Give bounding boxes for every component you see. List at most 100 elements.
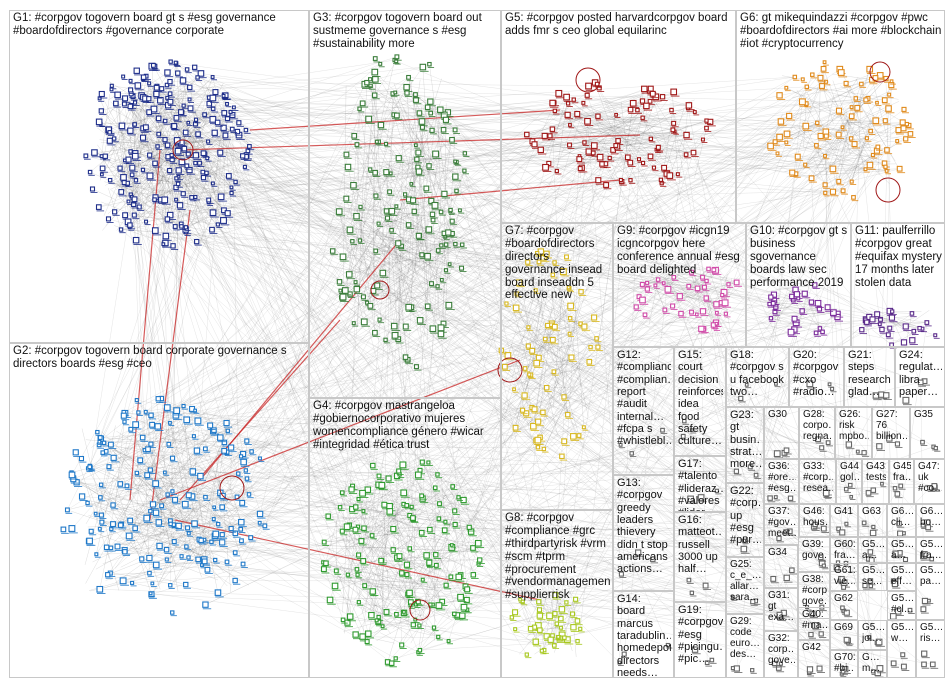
group-box-g70: G70: #bi… [830,650,858,678]
group-box-g8: G8: #corpgov #compliance #grc #thirdpart… [501,510,613,678]
group-box-g23: G23: gt busin… strat… more… [726,407,764,483]
group-label: G27: 76 billion… [876,409,907,442]
group-box-g14: G14: board marcus taradublin… homedepot … [613,591,674,678]
group-label: G22: #corp… up #esg #pur… [730,485,761,547]
group-box-g47: G47: uk #co… [914,459,945,504]
group-box-g6x: G6… cli… [887,504,916,537]
group-box-g35: G35 [910,407,945,459]
group-label: G5… ris… [920,622,942,644]
group-box-g31: G31: gt exa… [764,588,798,631]
group-label: G63 [862,506,884,517]
group-label: G35 [914,409,942,420]
group-box-g34: G34 [764,545,798,588]
group-label: G10: #corpgov gt s business sgovernance … [750,225,848,289]
group-label: G21: steps research glad… [848,349,892,398]
group-box-g62: G62 [830,591,858,620]
group-label: G41 [834,506,855,517]
group-box-g5k: G… m… [858,650,887,678]
group-box-g22: G22: #corp… up #esg #pur… [726,483,764,557]
group-box-g25: G25: c_e_… allar… sara… [726,557,764,614]
group-label: G31: gt exa… [768,590,795,623]
group-box-g16: G16: matteot… russell 3000 up half… [674,512,726,602]
group-label: G… m… [862,652,884,674]
group-label: G46: hous… [803,506,827,528]
group-label: G5… a… [891,539,913,561]
group-box-g5c: G5… fra… [916,537,945,563]
group-box-g15: G15: court decision reinforces idea food… [674,347,726,456]
group-box-g5j: G5… ris… [916,620,945,678]
group-box-g32: G32: corp… gove… [764,631,798,678]
group-label: G17: #talento #lideraz… #valores #lider … [678,458,723,512]
group-label: G28: corpo… regna… [803,409,832,442]
group-box-g10: G10: #corpgov gt s business sgovernance … [746,223,851,347]
group-label: G16: matteot… russell 3000 up half… [678,514,723,576]
group-box-g6: G6: gt mikequindazzi #corpgov #pwc #boar… [736,10,945,223]
group-label: G1: #corpgov togovern board gt s #esg go… [13,12,306,38]
group-box-g42: G42 [798,640,830,678]
group-box-g63: G63 [858,504,887,537]
group-box-g5b: G5… a… [887,537,916,563]
group-label: G40: #ma… [802,609,827,631]
group-box-g27: G27: 76 billion… [872,407,910,459]
group-label: G5… pa… [920,565,942,587]
group-box-g5: G5: #corpgov posted harvardcorpgov board… [501,10,736,223]
group-label: G9: #corpgov #icgn19 icgncorpgov here co… [617,225,743,277]
group-label: G11: paulferrillo #corpgov great #equifa… [855,225,942,289]
group-label: G36: #ore… #esg… [768,461,796,494]
group-label: G60: fra… [834,539,855,561]
group-box-g5d: G5… se… [858,563,887,591]
group-label: G3: #corpgov togovern board out sustmeme… [313,12,498,51]
group-label: G32: corp… gove… [768,633,795,666]
group-label: G34 [768,547,795,558]
group-label: G2: #corpgov togovern board corporate go… [13,345,306,371]
group-label: G62 [834,593,855,604]
group-label: G6: gt mikequindazzi #corpgov #pwc #boar… [740,12,942,51]
group-label: G30 [768,409,796,420]
group-label: G25: c_e_… allar… sara… [730,559,761,603]
group-box-g3: G3: #corpgov togovern board out sustmeme… [309,10,501,398]
group-box-g11: G11: paulferrillo #corpgov great #equifa… [851,223,945,347]
group-label: G26: risk mpbo… [839,409,869,442]
group-box-g13: G13: #corpgov greedy leaders thievery di… [613,475,674,591]
group-box-g5h: G5… pa… [916,563,945,620]
group-label: G42 [802,642,827,653]
group-label: G69 [834,622,855,633]
group-box-g4: G4: #corpgov mastrangeloa #gobiernocorpo… [309,398,501,678]
group-label: G24: regulat… libra paper… [899,349,942,398]
group-label: G6… bo… [920,506,942,528]
group-box-g36: G36: #ore… #esg… [764,459,799,504]
group-box-g7: G7: #corpgov #boardofdirectors directors… [501,223,613,510]
group-label: G61: vie… [834,565,855,587]
group-box-g20: G20: #corpgov #cxo #radio… [789,347,844,407]
group-label: G37: #gov… meet… [768,506,796,539]
group-box-g5i: G5… w… [887,620,916,678]
group-label: G12: #complianc… #complian… report #audi… [617,349,671,448]
group-box-g43: G43: tests [862,459,889,504]
group-box-g44: G44: gol… [836,459,862,504]
group-label: G43: tests [866,461,886,483]
group-box-g9: G9: #corpgov #icgn19 icgncorpgov here co… [613,223,746,347]
group-label: G5… w… [891,622,913,644]
group-label: G14: board marcus taradublin… homedepot … [617,593,671,678]
group-box-g1: G1: #corpgov togovern board gt s #esg go… [9,10,309,343]
group-box-g30: G30 [764,407,799,459]
group-label: G5… eff… [891,565,913,587]
group-box-g37: G37: #gov… meet… [764,504,799,545]
group-box-g17: G17: #talento #lideraz… #valores #lider … [674,456,726,512]
group-label: G33: #corp… resea… [803,461,833,494]
group-label: G29: code euro… des… [730,616,761,660]
group-box-g19: G19: #corpgov #esg #picingu… #pic… [674,602,726,678]
group-box-g46: G46: hous… [799,504,830,537]
group-box-g18: G18: #corpgov s u facebook two… [726,347,789,407]
group-box-g61: G61: vie… [830,563,858,591]
group-label: G8: #corpgov #compliance #grc #thirdpart… [505,512,610,602]
group-label: G45: fra… [893,461,911,483]
group-label: G5… #cl… [891,593,913,615]
group-label: G4: #corpgov mastrangeloa #gobiernocorpo… [313,400,498,452]
group-label: G20: #corpgov #cxo #radio… [793,349,841,398]
group-box-g21: G21: steps research glad… [844,347,895,407]
group-label: G5… fra… [920,539,942,561]
group-label: G19: #corpgov #esg #picingu… #pic… [678,604,723,666]
group-box-g39: G39: gove… [798,537,830,572]
